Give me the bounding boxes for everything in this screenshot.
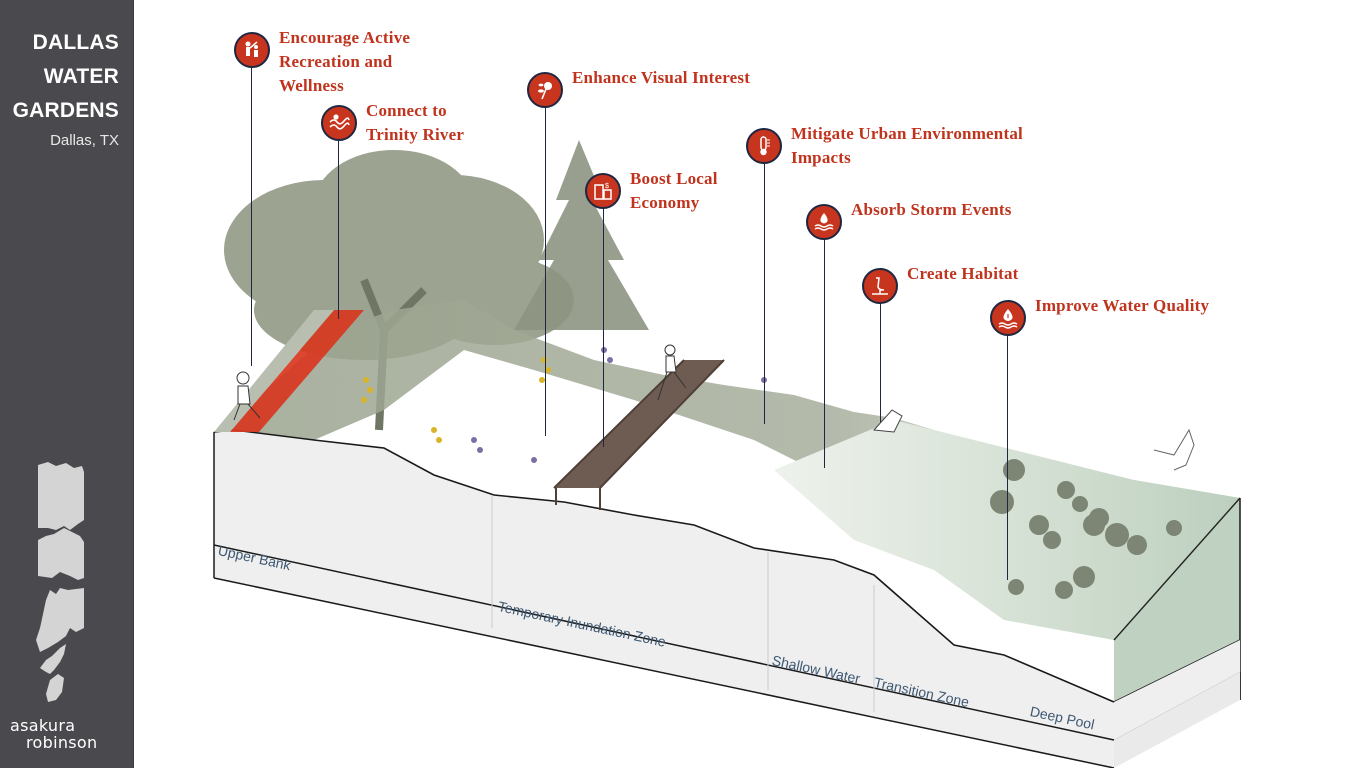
soil-front-face [214, 430, 1114, 768]
callout-label-line: Wellness [279, 76, 344, 95]
people-playing-icon [234, 32, 270, 68]
logo-line-2: robinson [26, 733, 98, 752]
callout-label-line: Boost Local [630, 169, 718, 188]
firm-logo: asakura robinson [10, 717, 97, 751]
callout-label-line: Encourage Active [279, 28, 411, 47]
callout-label-line: Connect to [366, 101, 447, 120]
terrain-profile-line [213, 429, 1115, 703]
water-front-face [1114, 498, 1240, 702]
title-line: WATER [43, 65, 119, 88]
clean-water-drop-icon [990, 300, 1026, 336]
callout-label-line: Trinity River [366, 125, 465, 144]
wildflowers [361, 347, 767, 463]
buildings-dollar-icon: $ [585, 173, 621, 209]
callout-label: Enhance Visual Interest [572, 66, 750, 90]
heron-icon [862, 268, 898, 304]
callout-label-line: Economy [630, 193, 700, 212]
callout-label: Encourage Active Recreation and Wellness [279, 26, 410, 98]
sidebar: DALLAS WATER GARDENS Dallas, TX asakura … [0, 0, 134, 768]
title-line: GARDENS [12, 99, 119, 122]
block-diagram: Encourage Active Recreation and Wellness… [134, 0, 1362, 768]
callout-label-line: Recreation and [279, 52, 393, 71]
thermometer-icon [746, 128, 782, 164]
heron-flying [1153, 428, 1195, 471]
runner-figure [657, 344, 687, 401]
flower-icon [527, 72, 563, 108]
watershed-map-segments-icon [36, 462, 84, 702]
callout-label-line: Create Habitat [907, 264, 1019, 283]
callout-leader-line [1007, 335, 1009, 580]
callout-label-line: Absorb Storm Events [851, 200, 1012, 219]
callout-label-line: Mitigate Urban Environmental [791, 124, 1023, 143]
callout-leader-line [764, 164, 766, 424]
callout-label-line: Improve Water Quality [1035, 296, 1210, 315]
callout-local-economy: $ Boost Local Economy [585, 169, 718, 215]
project-location: Dallas, TX [50, 132, 119, 149]
pine-tree [514, 140, 649, 330]
callout-leader-line [603, 207, 605, 447]
boardwalk-bridge [553, 359, 725, 510]
callout-leader-line [824, 238, 826, 468]
rollerskater-figure [233, 371, 261, 421]
lily-pads [990, 459, 1182, 599]
callout-visual-interest: Enhance Visual Interest [527, 68, 750, 108]
water-drop-waves-icon [806, 204, 842, 240]
zone-dividers [491, 495, 875, 712]
callout-label: Absorb Storm Events [851, 198, 1012, 222]
callout-label: Boost Local Economy [630, 167, 718, 215]
callout-label: Improve Water Quality [1035, 294, 1209, 318]
callout-urban-impacts: Mitigate Urban Environmental Impacts [746, 124, 1023, 170]
callout-label: Connect to Trinity River [366, 99, 464, 147]
logo-line-1: asakura [10, 716, 76, 735]
callout-storm-events: Absorb Storm Events [806, 200, 1012, 240]
svg-text:$: $ [605, 183, 609, 190]
callout-label: Mitigate Urban Environmental Impacts [791, 122, 1023, 170]
heron-standing [872, 409, 903, 433]
callout-label-line: Impacts [791, 148, 851, 167]
callout-leader-line [545, 106, 547, 436]
landscape-section-illustration [213, 140, 1241, 768]
callout-water-quality: Improve Water Quality [990, 296, 1209, 336]
title-line: DALLAS [32, 31, 119, 54]
callout-label: Create Habitat [907, 262, 1019, 286]
callout-recreation: Encourage Active Recreation and Wellness [234, 28, 410, 98]
callout-trinity-river: Connect to Trinity River [321, 101, 464, 147]
callout-habitat: Create Habitat [862, 264, 1019, 304]
callout-leader-line [251, 66, 253, 366]
callout-label-line: Enhance Visual Interest [572, 68, 751, 87]
red-trail [230, 310, 364, 432]
river-swimmer-icon [321, 105, 357, 141]
callout-leader-line [338, 139, 340, 319]
callout-leader-line [880, 302, 882, 422]
project-title: DALLAS WATER GARDENS [13, 26, 119, 128]
